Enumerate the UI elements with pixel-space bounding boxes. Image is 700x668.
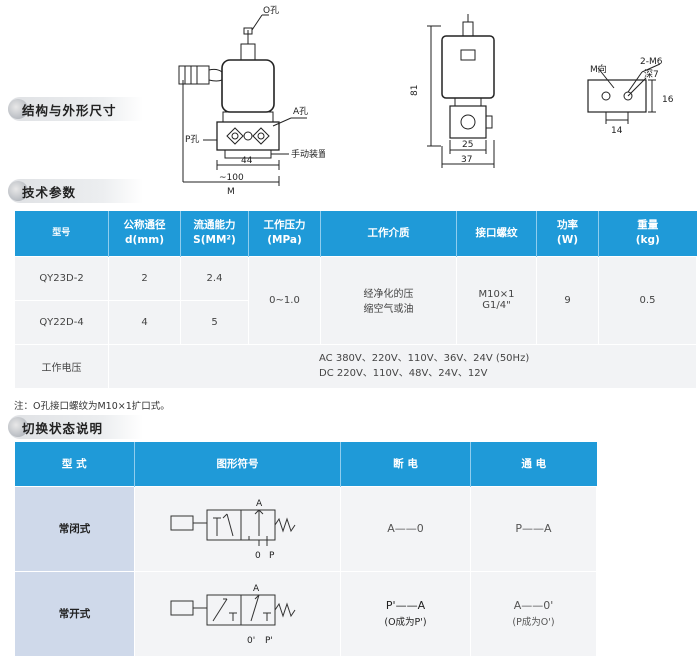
diameter-cell: 4 xyxy=(108,299,181,345)
voltage-values: AC 380V、220V、110V、36V、24V (50Hz)DC 220V、… xyxy=(108,343,697,389)
voltage-label: 工作电压 xyxy=(14,343,109,389)
port-0-prime-label: 0' xyxy=(247,636,255,646)
voltage-row: 工作电压 AC 380V、220V、110V、36V、24V (50Hz)DC … xyxy=(14,343,697,389)
front-view-drawing: O孔 A孔 P孔 手动装置 44 ~100 M xyxy=(178,5,325,197)
note-text: 注：O孔接口螺纹为M10×1扩口式。 xyxy=(14,401,170,412)
switch-header-row: 型 式 图形符号 断 电 通 电 xyxy=(14,442,597,486)
m-view-drawing: M向 2-M6 深7 16 14 xyxy=(587,57,674,136)
symbol-cell: A 0' P' xyxy=(134,570,341,657)
normally-closed-symbol: A 0 P xyxy=(170,499,295,561)
weight-cell: 0.5 xyxy=(598,255,697,345)
normally-open-symbol: A 0' P' xyxy=(170,584,295,646)
port-a-label: A xyxy=(253,584,260,594)
col-power: 功率(W) xyxy=(536,211,599,256)
symbol-cell: A 0 P xyxy=(134,485,341,572)
m-direction-label: M向 xyxy=(590,63,607,75)
table-row: QY22D-4 4 5 xyxy=(14,299,697,345)
model-cell: QY23D-2 xyxy=(14,255,109,301)
o-hole-label: O孔 xyxy=(263,5,279,16)
col-type: 型 式 xyxy=(14,442,135,486)
power-on-cell: P——A xyxy=(470,485,597,572)
col-thread: 接口螺纹 xyxy=(456,211,537,256)
side-view-drawing: 81 25 37 xyxy=(410,14,495,168)
port-p-label: P xyxy=(269,551,275,561)
dim-37: 37 xyxy=(461,155,472,165)
depth-label: 深7 xyxy=(644,69,659,80)
section-title: 结构与外形尺寸 xyxy=(22,102,117,118)
a-hole-label: A孔 xyxy=(293,106,308,117)
col-weight: 重量(kg) xyxy=(598,211,697,256)
port-a-label: A xyxy=(256,499,263,509)
switch-table: 型 式 图形符号 断 电 通 电 常闭式 xyxy=(14,442,597,657)
bullet-icon xyxy=(8,417,28,437)
port-0-label: 0 xyxy=(255,551,261,561)
col-power-off: 断 电 xyxy=(340,442,471,486)
type-cell: 常闭式 xyxy=(14,485,135,572)
dim-81: 81 xyxy=(410,85,420,96)
section-head-tech: 技术参数 xyxy=(8,179,143,203)
m-label: M xyxy=(227,187,235,197)
power-on-cell: A——0'(P成为O') xyxy=(470,570,597,657)
flow-cell: 5 xyxy=(180,299,249,345)
section-head-switch: 切换状态说明 xyxy=(8,415,143,439)
col-pressure: 工作压力(MPa) xyxy=(248,211,321,256)
manual-device-label: 手动装置 xyxy=(291,148,325,160)
bullet-icon xyxy=(8,99,28,119)
section-title: 技术参数 xyxy=(22,184,77,200)
power-off-cell: P'——A(O成为P') xyxy=(340,570,471,657)
type-cell: 常开式 xyxy=(14,570,135,657)
model-cell: QY22D-4 xyxy=(14,299,109,345)
col-power-on: 通 电 xyxy=(470,442,597,486)
dim-100: ~100 xyxy=(219,173,244,183)
power-cell: 9 xyxy=(536,255,599,345)
p-hole-label: P孔 xyxy=(185,134,199,145)
dim-16: 16 xyxy=(662,95,674,105)
medium-cell: 经净化的压缩空气或油 xyxy=(320,255,457,345)
dim-44: 44 xyxy=(241,156,253,166)
dim-25: 25 xyxy=(462,140,473,150)
two-m6-label: 2-M6 xyxy=(640,57,663,67)
flow-cell: 2.4 xyxy=(180,255,249,301)
table-row: 常闭式 A 0 P xyxy=(14,485,597,572)
diameter-cell: 2 xyxy=(108,255,181,301)
section-head-structure: 结构与外形尺寸 xyxy=(8,97,143,121)
port-p-prime-label: P' xyxy=(265,636,273,646)
table-row: 常开式 A 0' P' P'——A(O成为P') A— xyxy=(14,570,597,657)
power-off-cell: A——0 xyxy=(340,485,471,572)
bullet-icon xyxy=(8,181,28,201)
dim-14: 14 xyxy=(611,126,623,136)
section-title: 切换状态说明 xyxy=(22,420,104,436)
col-symbol: 图形符号 xyxy=(134,442,341,486)
pressure-cell: 0~1.0 xyxy=(248,255,321,345)
col-model: 型号 xyxy=(14,211,109,256)
col-medium: 工作介质 xyxy=(320,211,457,256)
